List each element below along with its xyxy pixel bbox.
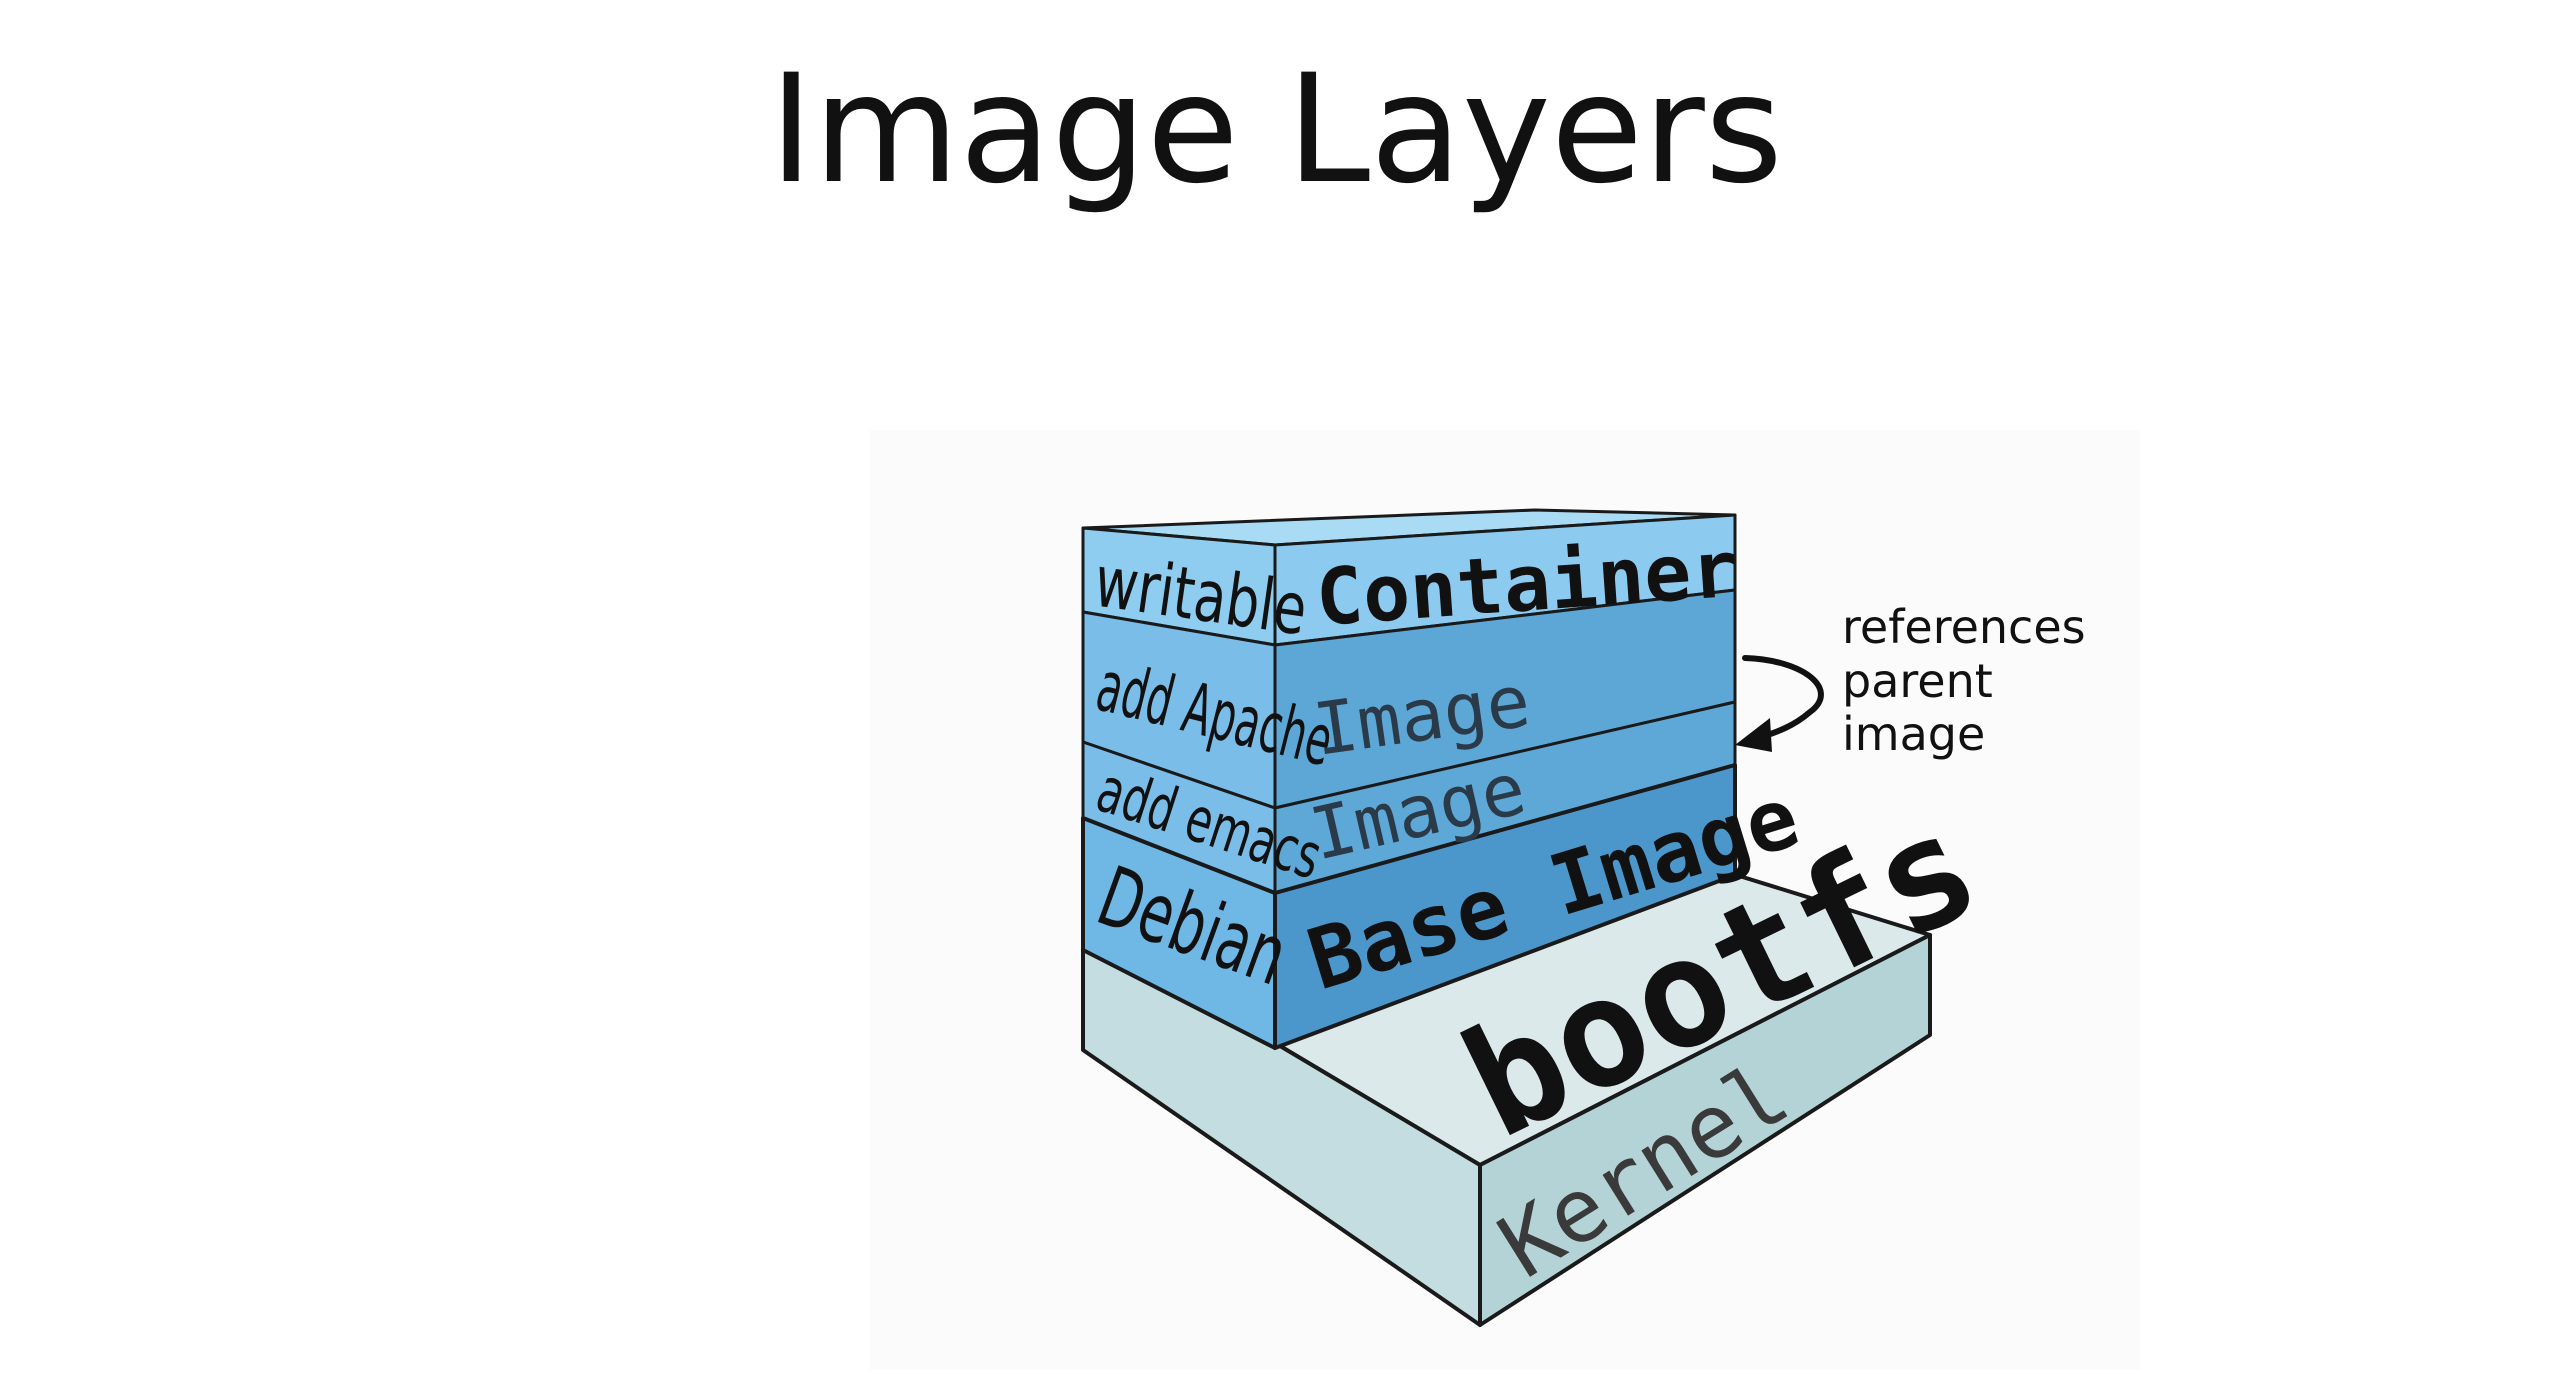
annotation-line-3: image [1842,707,1985,761]
base-layer-front [1273,763,1737,1050]
annotation: references parent image [1735,600,2086,761]
kernel-right-face [1478,933,1932,1327]
annotation-line-1: references [1842,600,2086,654]
slide-title: Image Layers [769,43,1783,217]
layer-stack [1081,508,1737,1050]
annotation-line-2: parent [1842,654,1993,708]
arrow-head [1735,718,1772,752]
curved-arrow-icon [1742,655,1824,745]
